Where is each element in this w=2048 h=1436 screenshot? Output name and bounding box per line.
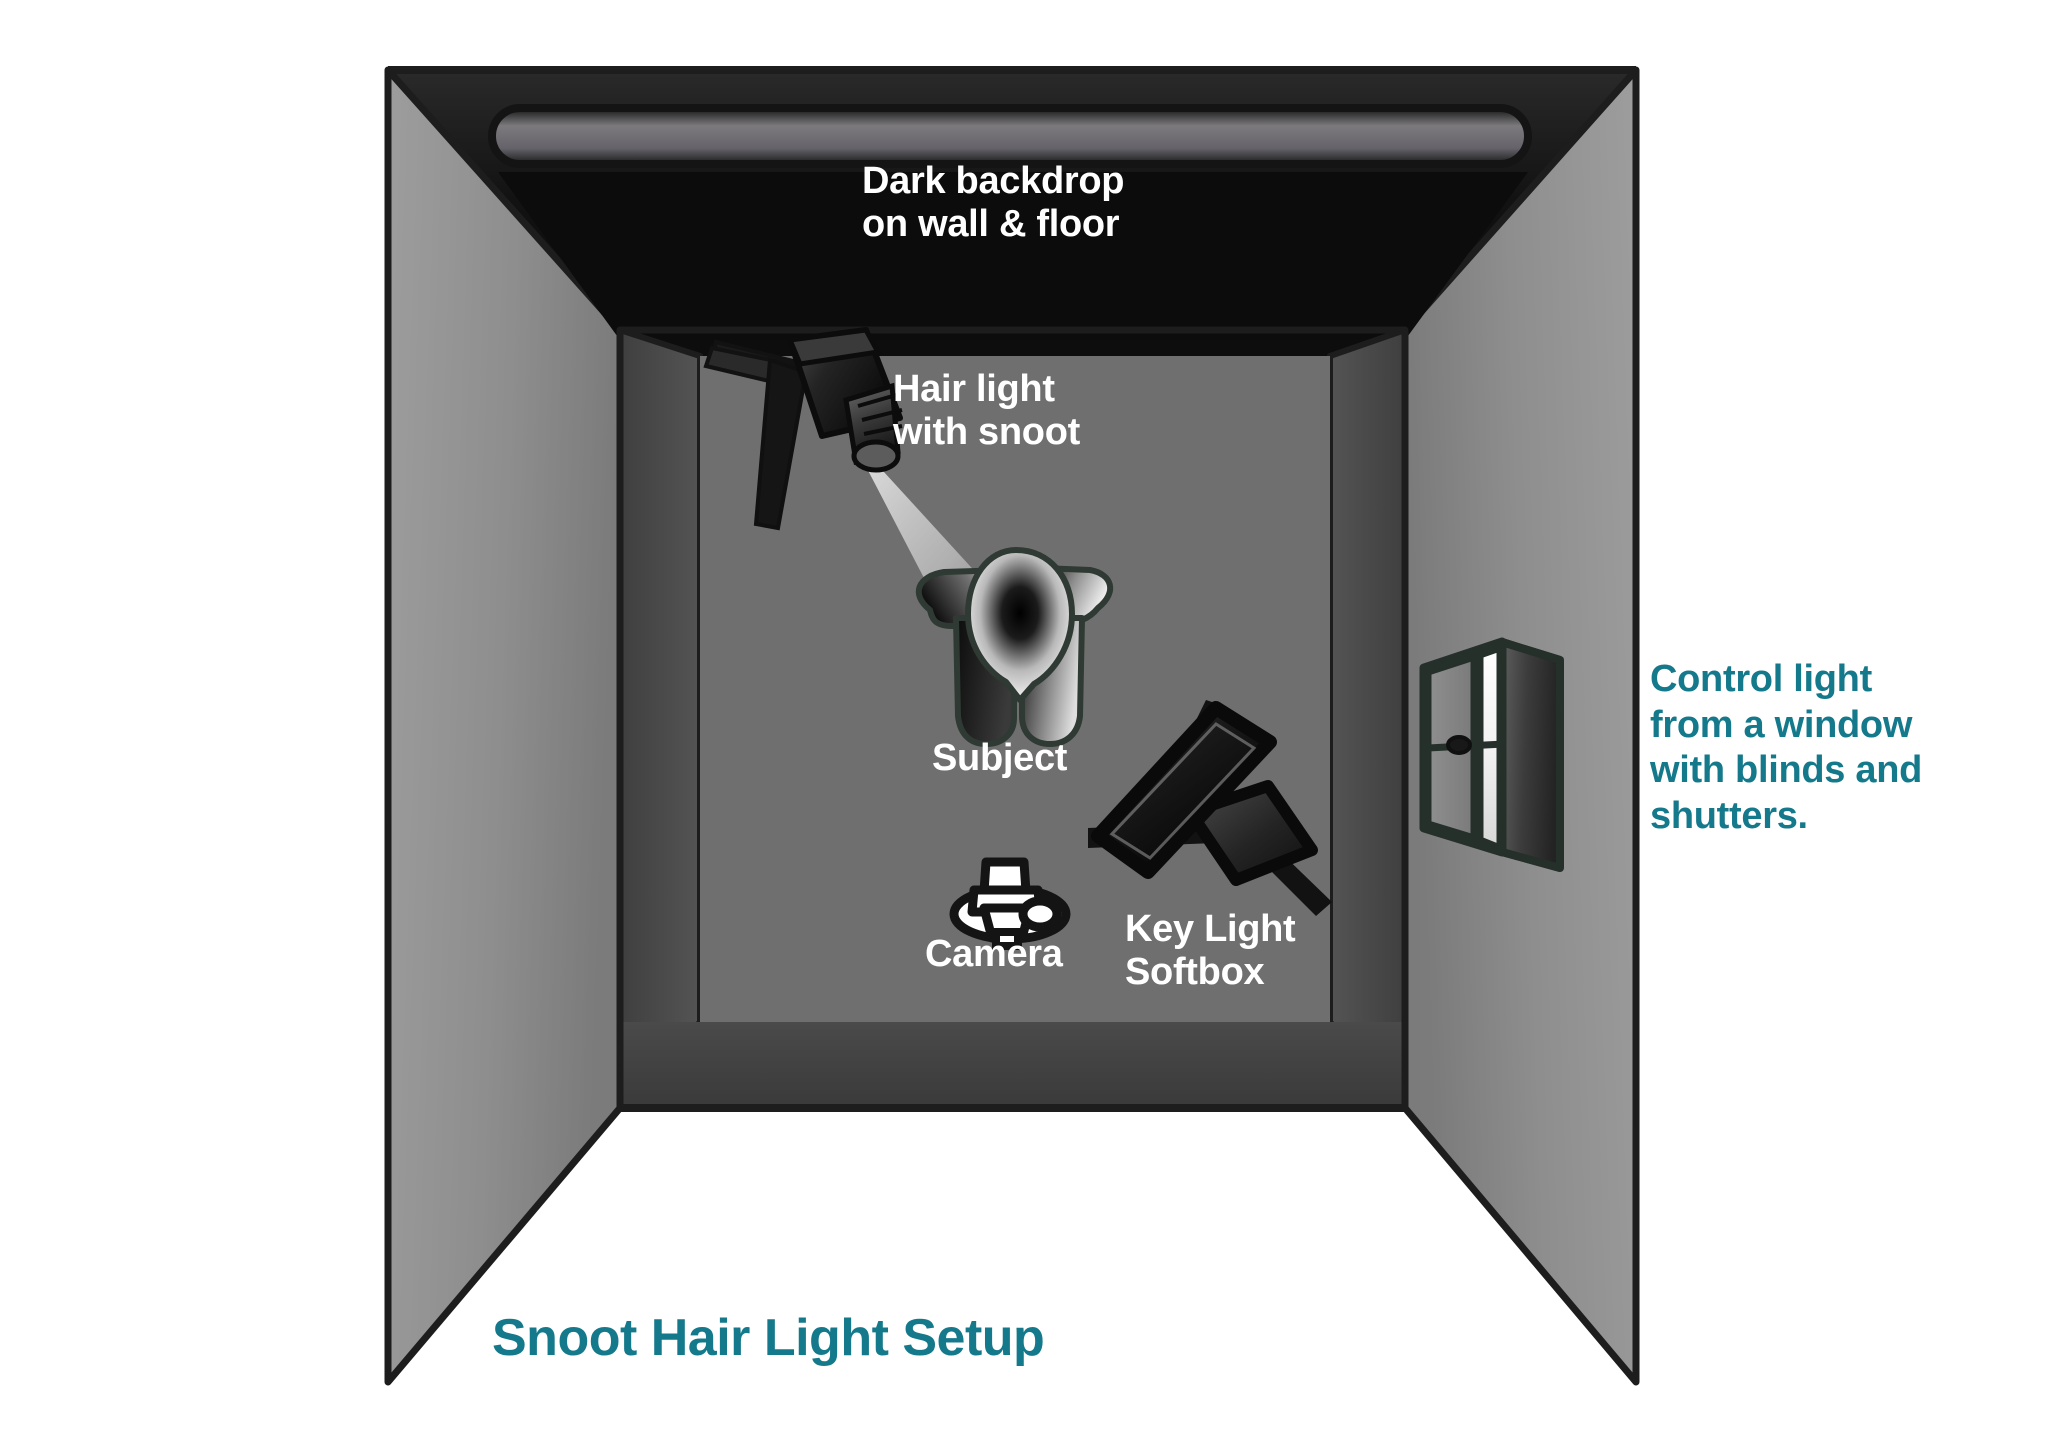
window-handle xyxy=(1446,735,1472,755)
label-hair-light: Hair light with snoot xyxy=(893,368,1080,453)
light-stand-column xyxy=(753,357,809,531)
label-subject: Subject xyxy=(932,737,1068,779)
subject-head xyxy=(965,547,1075,703)
lamp-housing-top xyxy=(786,327,882,367)
label-camera: Camera xyxy=(925,933,1063,975)
inner-opening-outline xyxy=(616,326,1409,1112)
window-shutter-panel xyxy=(1498,638,1564,872)
backdrop-ceiling-area xyxy=(498,172,1528,340)
label-dark-backdrop: Dark backdrop on wall & floor xyxy=(862,160,1125,245)
backdrop-roll xyxy=(488,104,1532,168)
window-with-shutter xyxy=(1419,637,1564,872)
inner-left-wall xyxy=(617,327,703,1111)
softbox-panel-highlight xyxy=(1109,722,1257,860)
snoot-cone xyxy=(843,382,903,473)
inner-right-wall xyxy=(1327,327,1408,1111)
camera-on-tripod-top-down xyxy=(949,857,1071,950)
diagram-title: Snoot Hair Light Setup xyxy=(492,1309,1045,1367)
subject-top-down xyxy=(915,547,1114,747)
softbox-on-stand xyxy=(1088,700,1332,916)
window-bottom-return xyxy=(1500,848,1562,872)
softbox-panel xyxy=(1091,701,1277,879)
dark-floor xyxy=(620,1022,1405,1108)
label-control-window-light: Control light from a window with blinds … xyxy=(1650,658,1923,837)
window-top-return xyxy=(1500,638,1562,664)
softbox-light-head xyxy=(1184,780,1318,886)
snoot-light-on-stand xyxy=(703,327,903,531)
label-key-light-softbox: Key Light Softbox xyxy=(1125,908,1296,993)
